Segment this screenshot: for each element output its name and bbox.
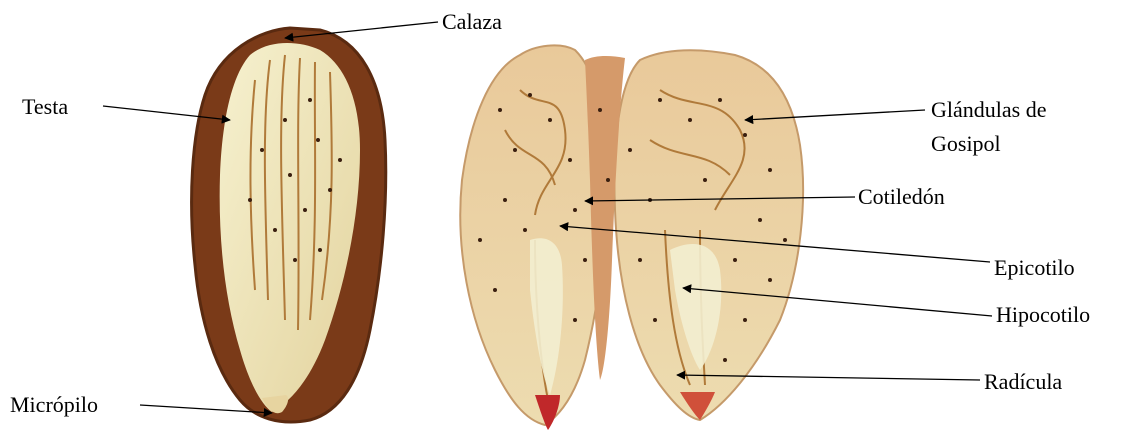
label-hipocotilo: Hipocotilo [996, 302, 1090, 328]
label-calaza: Calaza [442, 9, 502, 35]
left-half [460, 45, 606, 425]
label-radicula: Radícula [984, 369, 1062, 395]
label-glandulas-line1: Glándulas de [931, 97, 1046, 123]
label-testa: Testa [22, 94, 68, 120]
seed-left-section [192, 28, 386, 422]
label-epicotilo: Epicotilo [994, 255, 1075, 281]
seed-right-section [460, 45, 803, 430]
label-glandulas-line2: Gosipol [931, 131, 1001, 157]
label-cotiledon: Cotiledón [858, 184, 945, 210]
label-micropilo: Micrópilo [10, 392, 98, 418]
